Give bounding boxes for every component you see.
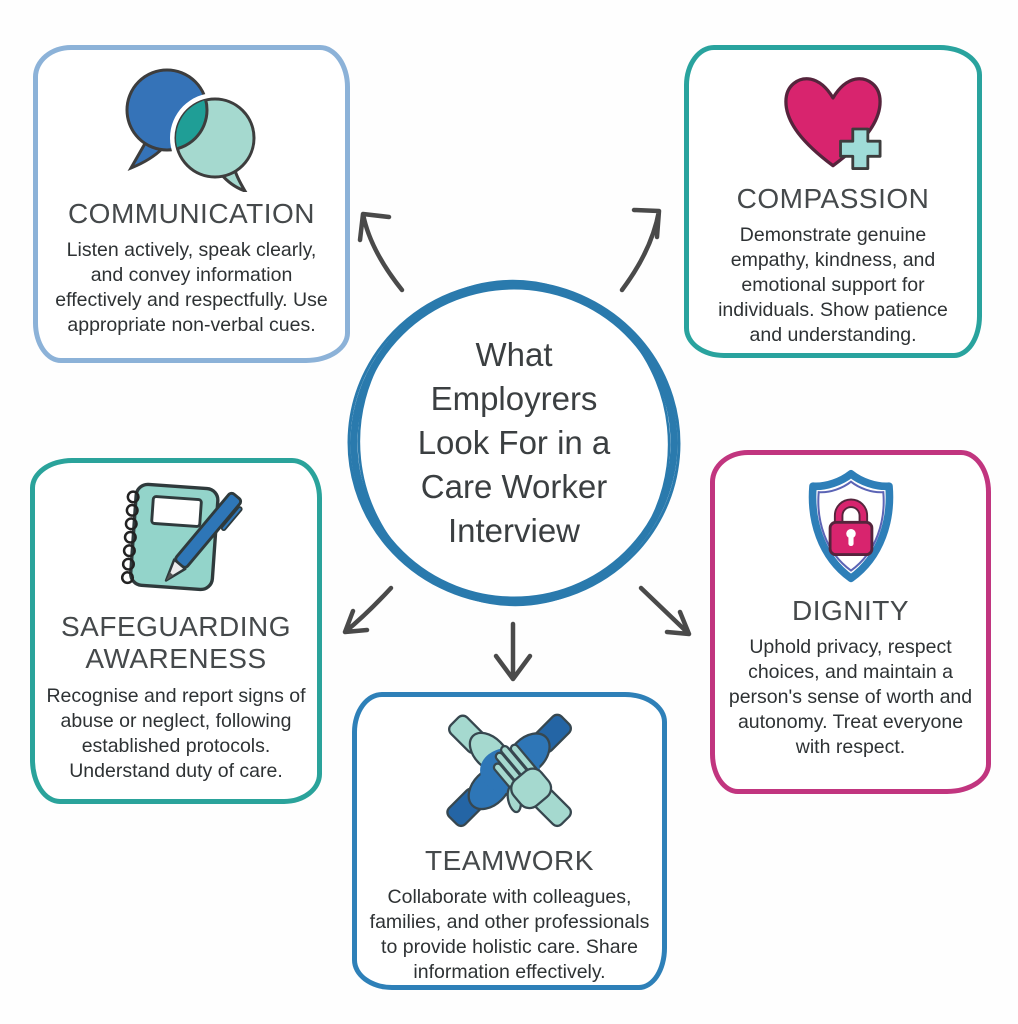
card-heading-safeguarding: SAFEGUARDING AWARENESS (60, 611, 292, 675)
speech-bubbles-icon (125, 68, 260, 192)
center-circle: What Employrers Look For in a Care Worke… (343, 272, 685, 614)
card-body-safeguarding: Recognise and report signs of abuse or n… (46, 684, 306, 782)
card-communication: COMMUNICATION Listen actively, speak cle… (33, 45, 350, 363)
center-title: What Employrers Look For in a Care Worke… (343, 272, 685, 614)
card-heading-teamwork: TEAMWORK (425, 845, 594, 876)
card-compassion: COMPASSION Demonstrate genuine empathy, … (684, 45, 982, 358)
card-teamwork: TEAMWORK Collaborate with colleagues, fa… (352, 692, 667, 990)
center-title-line: Look For in a (417, 424, 611, 461)
card-heading-communication: COMMUNICATION (67, 198, 316, 229)
card-safeguarding: SAFEGUARDING AWARENESS Recognise and rep… (30, 458, 322, 804)
card-body-dignity: Uphold privacy, respect choices, and mai… (728, 636, 973, 759)
card-body-teamwork: Collaborate with colleagues, families, a… (369, 886, 650, 984)
card-body-compassion: Demonstrate genuine empathy, kindness, a… (718, 224, 948, 347)
arrow-to-teamwork (493, 621, 533, 682)
card-heading-dignity: DIGNITY (791, 595, 910, 626)
card-dignity: DIGNITY Uphold privacy, respect choices,… (710, 450, 991, 794)
hands-together-icon (445, 713, 572, 828)
shield-lock-icon (808, 470, 893, 583)
card-body-communication: Listen actively, speak clearly, and conv… (55, 239, 328, 337)
center-ring (347, 279, 681, 607)
card-heading-compassion: COMPASSION (736, 183, 930, 214)
center-title-line: Interview (447, 512, 581, 549)
center-title-line: What (475, 336, 553, 373)
heart-plus-icon (784, 77, 882, 170)
notebook-pen-icon (120, 482, 243, 592)
center-title-line: Employrers (430, 380, 598, 417)
center-title-line: Care Worker (420, 468, 608, 505)
